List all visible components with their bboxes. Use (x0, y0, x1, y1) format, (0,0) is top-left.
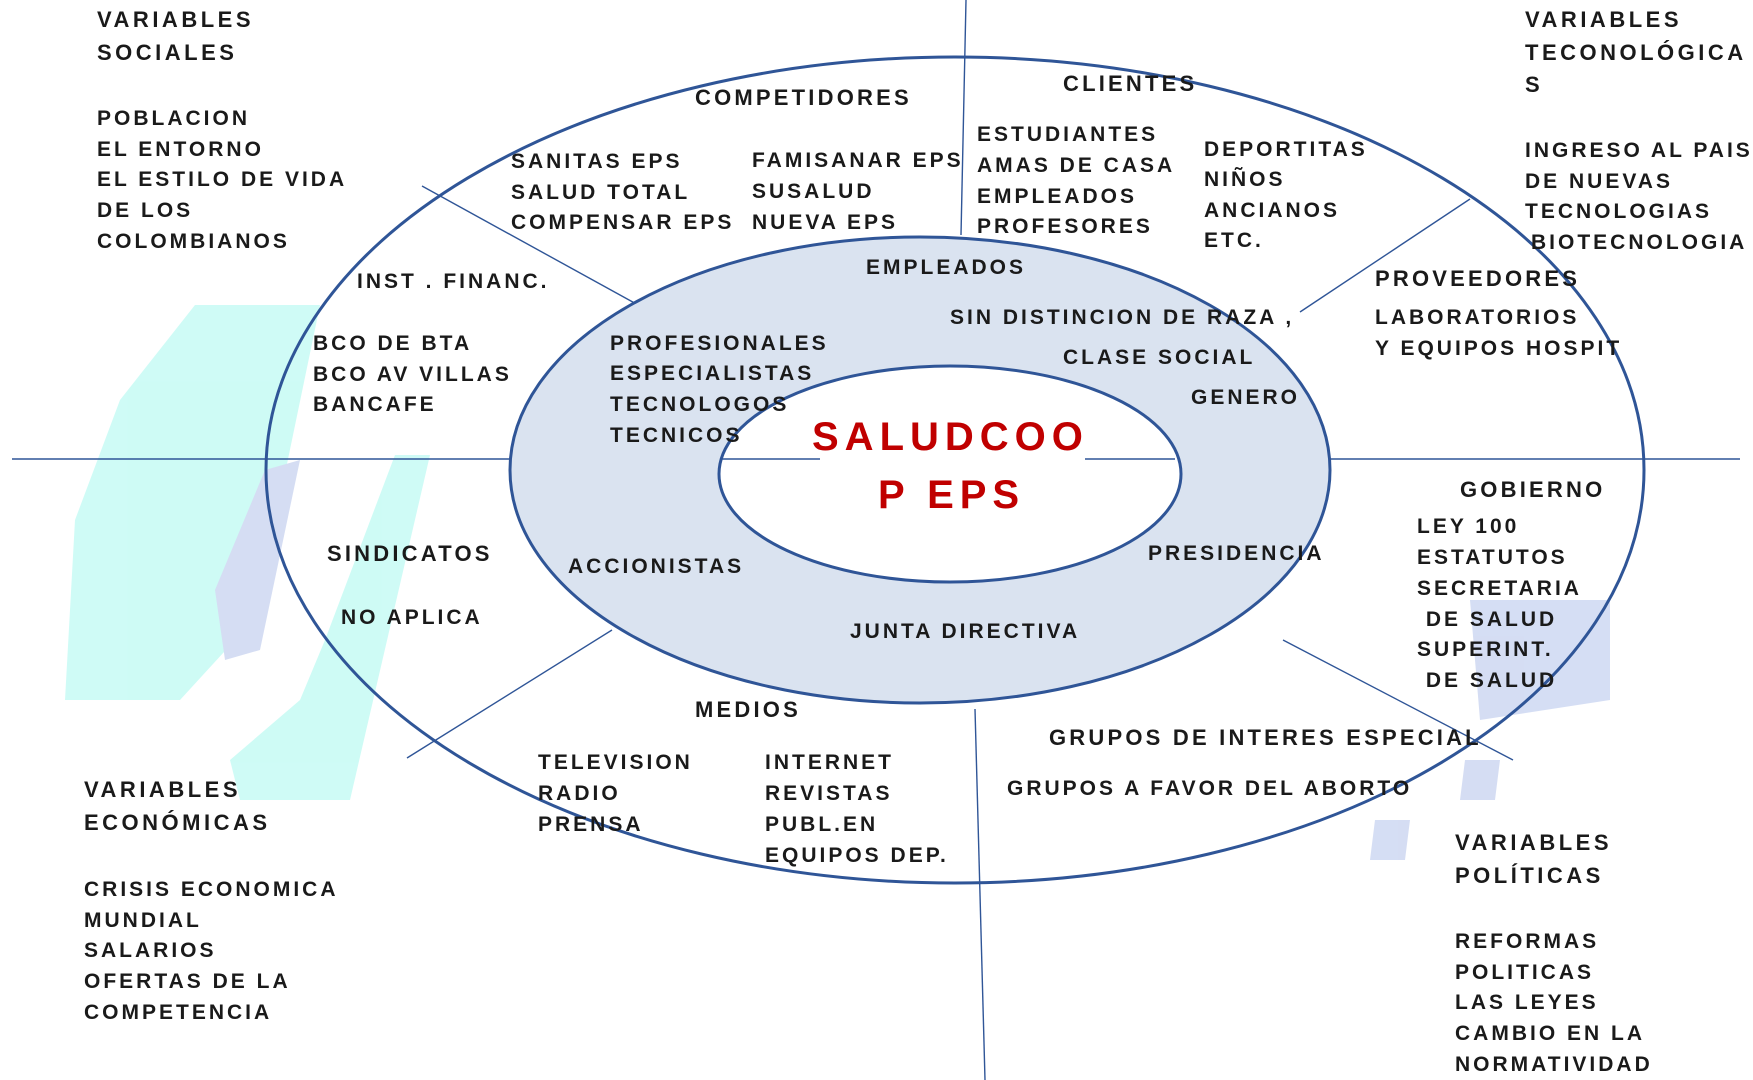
gobierno-item: LEY 100 (1417, 515, 1519, 538)
diagonal-top-left (421, 185, 641, 307)
sociales-item: EL ENTORNO (97, 138, 264, 161)
competidores-item: COMPENSAR EPS (511, 211, 734, 234)
clientes-item: ETC. (1204, 229, 1264, 252)
economicas-item: SALARIOS (84, 939, 217, 962)
grupos-item: GRUPOS A FAVOR DEL ABORTO (1007, 777, 1412, 800)
vertical-axis-bottom (974, 708, 986, 1080)
politicas-title: POLÍTICAS (1455, 863, 1604, 888)
profesionales-item: ESPECIALISTAS (610, 362, 814, 385)
gobierno-item: SECRETARIA (1417, 577, 1582, 600)
economicas-item: MUNDIAL (84, 909, 202, 932)
clientes-item: ANCIANOS (1204, 199, 1340, 222)
proveedores-item: Y EQUIPOS HOSPIT (1375, 337, 1622, 360)
clientes-item: ESTUDIANTES (977, 123, 1158, 146)
sindicatos-item: NO APLICA (341, 606, 483, 629)
politicas-item: CAMBIO EN LA (1455, 1022, 1645, 1045)
tecnologicas-item: INGRESO AL PAIS (1525, 139, 1753, 162)
economicas-title: ECONÓMICAS (84, 810, 271, 835)
proveedores-item: LABORATORIOS (1375, 306, 1579, 329)
profesionales-item: TECNOLOGOS (610, 393, 789, 416)
proveedores-title: PROVEEDORES (1375, 266, 1580, 291)
tecnologicas-item: BIOTECNOLOGIA (1531, 231, 1747, 254)
competidores-title: COMPETIDORES (695, 85, 912, 110)
sociales-title: VARIABLES (97, 7, 254, 32)
economicas-item: OFERTAS DE LA (84, 970, 291, 993)
tecnologicas-item: DE NUEVAS (1525, 170, 1673, 193)
diagonal-top-right (1299, 198, 1471, 313)
clientes-item: AMAS DE CASA (977, 154, 1175, 177)
inst-financ-item: BCO AV VILLAS (313, 363, 512, 386)
medios-item: INTERNET (765, 751, 894, 774)
clientes-title: CLIENTES (1063, 71, 1197, 96)
junta-directiva-label: JUNTA DIRECTIVA (850, 620, 1080, 643)
gobierno-item: DE SALUD (1417, 669, 1557, 692)
empleados-title: EMPLEADOS (866, 256, 1026, 279)
medios-item: PRENSA (538, 813, 644, 836)
watermark-logo (65, 305, 1610, 860)
tecnologicas-title: TECONOLÓGICA (1525, 40, 1747, 65)
profesionales-item: PROFESIONALES (610, 332, 829, 355)
politicas-item: NORMATIVIDAD (1455, 1053, 1653, 1076)
competidores-item: FAMISANAR EPS (752, 149, 964, 172)
gobierno-item: DE SALUD (1417, 608, 1557, 631)
economicas-title: VARIABLES (84, 777, 241, 802)
center-title-line1: SALUDCOO (812, 415, 1089, 459)
competidores-item: SANITAS EPS (511, 150, 682, 173)
center-title-line2: P EPS (878, 473, 1025, 517)
economicas-item: COMPETENCIA (84, 1001, 272, 1024)
sociales-item: POBLACION (97, 107, 250, 130)
tecnologicas-item: TECNOLOGIAS (1525, 200, 1712, 223)
competidores-item: NUEVA EPS (752, 211, 898, 234)
clientes-item: EMPLEADOS (977, 185, 1137, 208)
gobierno-title: GOBIERNO (1460, 477, 1605, 502)
vertical-axis-top (960, 0, 967, 236)
tecnologicas-title: S (1525, 72, 1543, 97)
profesionales-item: TECNICOS (610, 424, 743, 447)
sin-distincion-line: GENERO (1191, 386, 1300, 409)
tecnologicas-title: VARIABLES (1525, 7, 1682, 32)
medios-item: EQUIPOS DEP. (765, 844, 949, 867)
economicas-item: CRISIS ECONOMICA (84, 878, 339, 901)
sin-distincion-line: SIN DISTINCION DE RAZA , (950, 306, 1294, 329)
gobierno-item: SUPERINT. (1417, 638, 1554, 661)
medios-item: TELEVISION (538, 751, 693, 774)
grupos-title: GRUPOS DE INTERES ESPECIAL (1049, 725, 1482, 750)
inst-financ-title: INST . FINANC. (357, 270, 550, 293)
clientes-item: PROFESORES (977, 215, 1153, 238)
clientes-item: NIÑOS (1204, 168, 1286, 191)
competidores-item: SUSALUD (752, 180, 875, 203)
sociales-title: SOCIALES (97, 40, 237, 65)
presidencia-label: PRESIDENCIA (1148, 542, 1325, 565)
politicas-item: REFORMAS (1455, 930, 1599, 953)
inst-financ-item: BCO DE BTA (313, 332, 472, 355)
sindicatos-title: SINDICATOS (327, 541, 493, 566)
competidores-item: SALUD TOTAL (511, 181, 690, 204)
medios-title: MEDIOS (695, 697, 801, 722)
gobierno-item: ESTATUTOS (1417, 546, 1568, 569)
politicas-item: POLITICAS (1455, 961, 1594, 984)
medios-item: PUBL.EN (765, 813, 878, 836)
sin-distincion-line: CLASE SOCIAL (1063, 346, 1255, 369)
center-ring (717, 364, 1183, 584)
clientes-item: DEPORTITAS (1204, 138, 1368, 161)
inst-financ-item: BANCAFE (313, 393, 437, 416)
sociales-item: EL ESTILO DE VIDA (97, 168, 347, 191)
medios-item: REVISTAS (765, 782, 892, 805)
sociales-item: COLOMBIANOS (97, 230, 290, 253)
politicas-title: VARIABLES (1455, 830, 1612, 855)
accionistas-label: ACCIONISTAS (568, 555, 744, 578)
politicas-item: LAS LEYES (1455, 991, 1599, 1014)
outer-ring (264, 55, 1646, 885)
diagonal-bottom-left (406, 629, 613, 759)
sociales-item: DE LOS (97, 199, 193, 222)
medios-item: RADIO (538, 782, 621, 805)
